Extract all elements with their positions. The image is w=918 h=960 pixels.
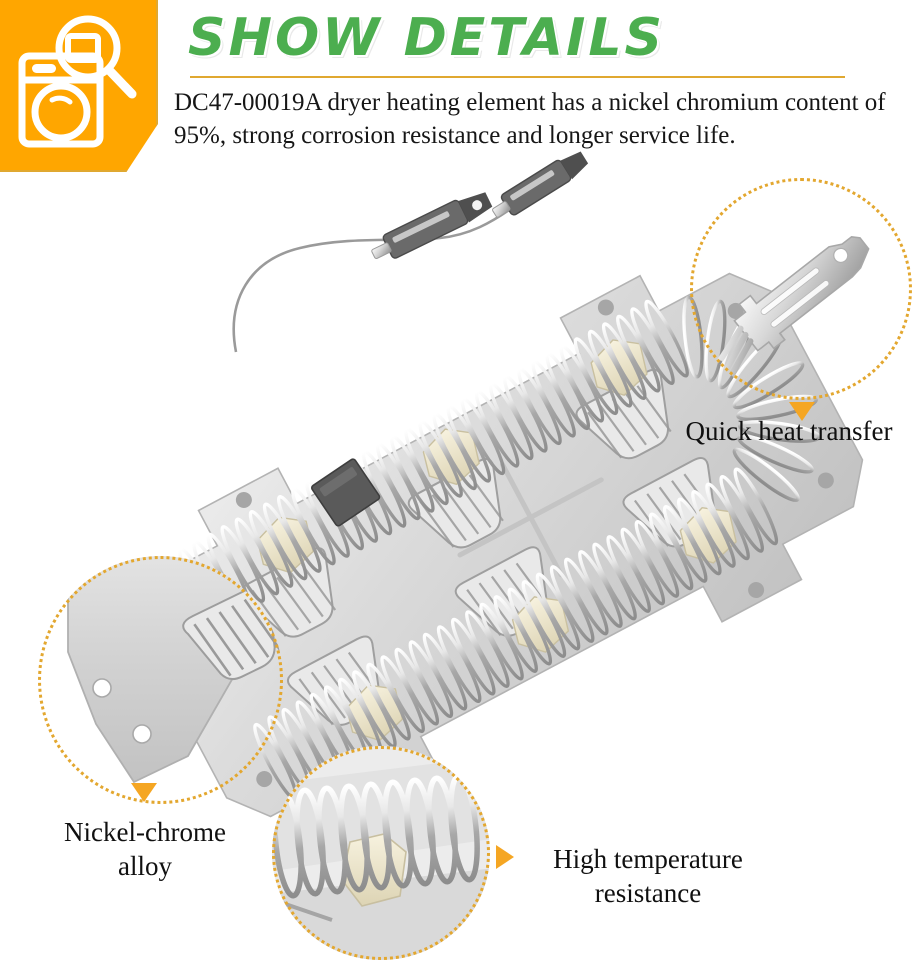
callout-label-quick-heat-transfer: Quick heat transfer [685,416,893,446]
washing-machine-magnifier-icon [18,15,137,148]
title-divider [190,76,845,78]
page-title: SHOW DETAILS [188,8,665,68]
product-description: DC47-00019A dryer heating element has a … [174,89,886,149]
detail-ring-high-temperature-resistance [272,746,490,960]
arrow-quick-heat-transfer [789,402,815,421]
detail-ring-quick-heat-transfer [690,178,912,400]
arrow-high-temperature-resistance [496,845,514,869]
callout-label-high-temperature-resistance: High temperature resistance [553,844,743,908]
header-badge [0,0,158,172]
detail-ring-nickel-chrome-alloy [38,556,283,804]
arrow-nickel-chrome-alloy [131,783,157,802]
callout-label-nickel-chrome-alloy: Nickel-chrome alloy [64,817,226,881]
thermostat-assembly [232,151,589,353]
